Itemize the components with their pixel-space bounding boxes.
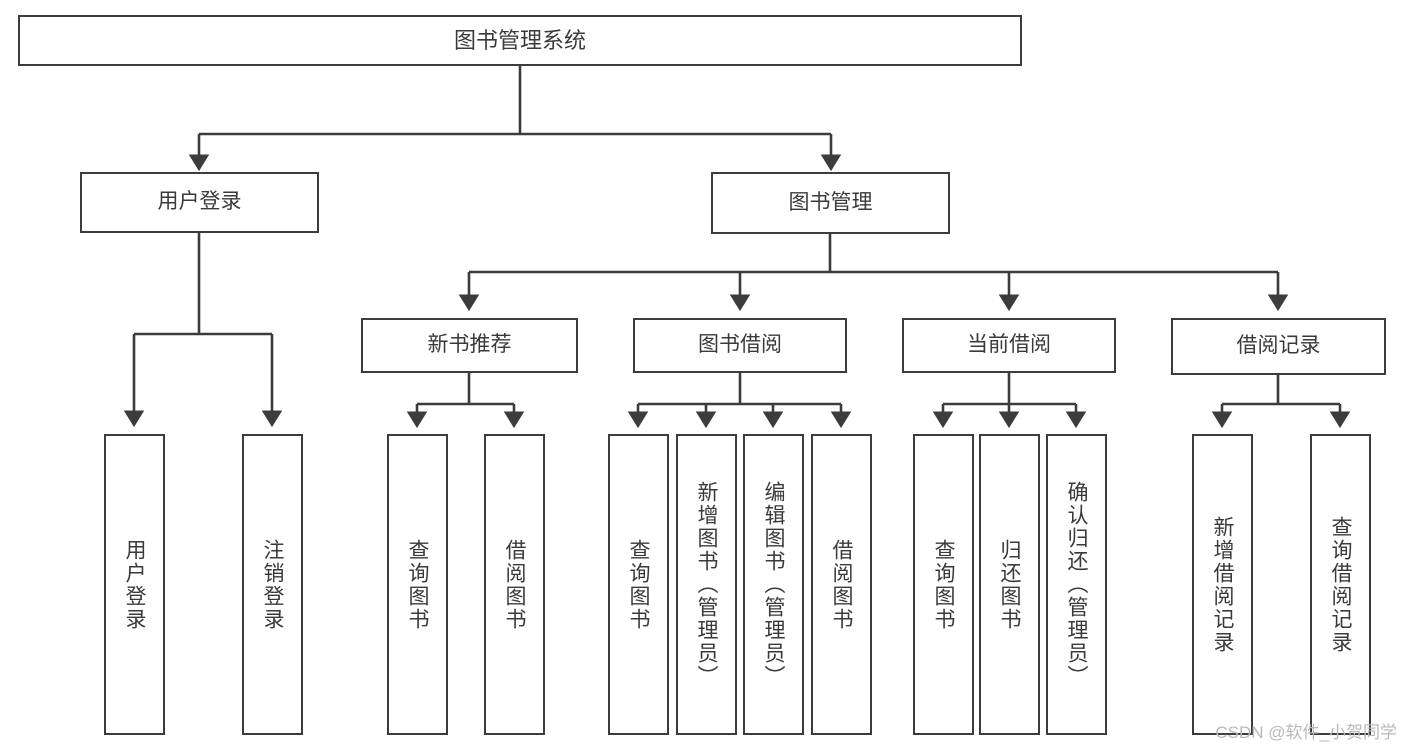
leaf-borrow-edit-book[interactable]: 编辑图书（管理员） <box>743 434 804 735</box>
leaf-user-login-login[interactable]: 用户登录 <box>104 434 165 735</box>
leaf-borrow-add-book-label: 新增图书（管理员） <box>695 481 718 688</box>
node-current-borrow[interactable]: 当前借阅 <box>902 318 1116 373</box>
leaf-borrow-query-book-label: 查询图书 <box>627 538 650 631</box>
leaf-record-add-record-label: 新增借阅记录 <box>1211 515 1234 654</box>
leaf-current-query-book-label: 查询图书 <box>932 538 955 631</box>
node-user-login[interactable]: 用户登录 <box>80 172 319 233</box>
node-user-login-label: 用户登录 <box>157 190 242 214</box>
leaf-user-login-logout-label: 注销登录 <box>261 538 284 631</box>
leaf-current-confirm-return-label: 确认归还（管理员） <box>1065 481 1088 688</box>
node-current-borrow-label: 当前借阅 <box>967 333 1051 357</box>
leaf-borrow-edit-book-label: 编辑图书（管理员） <box>762 481 785 688</box>
leaf-current-return-book[interactable]: 归还图书 <box>979 434 1040 735</box>
node-new-book-recommend[interactable]: 新书推荐 <box>361 318 578 373</box>
leaf-borrow-borrow-book[interactable]: 借阅图书 <box>811 434 872 735</box>
node-book-borrow-label: 图书借阅 <box>698 333 782 357</box>
leaf-recommend-query-book[interactable]: 查询图书 <box>387 434 448 735</box>
leaf-current-return-book-label: 归还图书 <box>998 538 1021 631</box>
leaf-current-query-book[interactable]: 查询图书 <box>913 434 974 735</box>
leaf-record-add-record[interactable]: 新增借阅记录 <box>1192 434 1253 735</box>
leaf-record-query-record[interactable]: 查询借阅记录 <box>1310 434 1371 735</box>
leaf-current-confirm-return[interactable]: 确认归还（管理员） <box>1046 434 1107 735</box>
node-book-management-label: 图书管理 <box>788 190 873 214</box>
leaf-borrow-query-book[interactable]: 查询图书 <box>608 434 669 735</box>
node-borrow-record-label: 借阅记录 <box>1236 334 1321 358</box>
csdn-watermark: CSDN @软件_小贺同学 <box>1215 723 1397 742</box>
leaf-borrow-add-book[interactable]: 新增图书（管理员） <box>676 434 737 735</box>
node-root-system[interactable]: 图书管理系统 <box>18 15 1022 66</box>
leaf-user-login-login-label: 用户登录 <box>123 538 146 631</box>
node-root-label: 图书管理系统 <box>453 27 586 53</box>
leaf-recommend-borrow-book[interactable]: 借阅图书 <box>484 434 545 735</box>
leaf-record-query-record-label: 查询借阅记录 <box>1329 515 1352 654</box>
leaf-user-login-logout[interactable]: 注销登录 <box>242 434 303 735</box>
leaf-recommend-borrow-book-label: 借阅图书 <box>503 538 526 631</box>
node-book-management[interactable]: 图书管理 <box>711 172 950 234</box>
node-book-borrow[interactable]: 图书借阅 <box>633 318 847 373</box>
leaf-recommend-query-book-label: 查询图书 <box>406 538 429 631</box>
node-new-book-recommend-label: 新书推荐 <box>427 333 512 357</box>
leaf-borrow-borrow-book-label: 借阅图书 <box>830 538 853 631</box>
node-borrow-record[interactable]: 借阅记录 <box>1171 318 1386 375</box>
